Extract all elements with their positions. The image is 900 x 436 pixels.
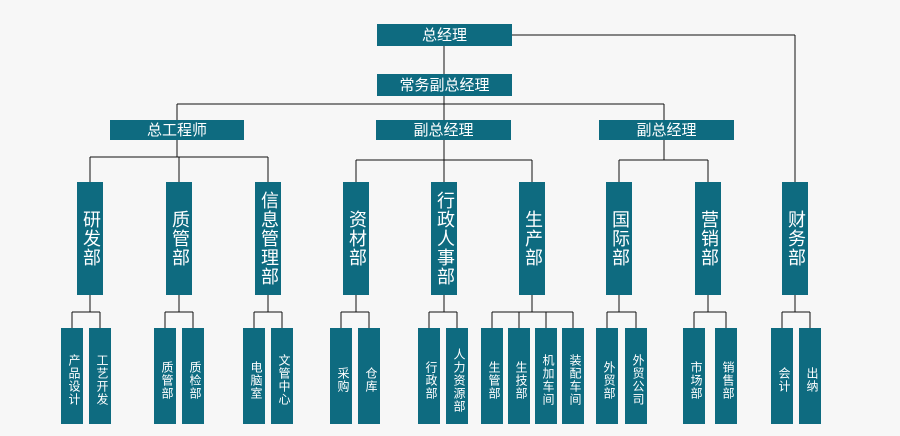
subunit-label: 电脑室 bbox=[249, 360, 263, 400]
subunit-label: 仓库 bbox=[364, 367, 378, 393]
subunit-product-design: 产品设计 bbox=[61, 328, 83, 424]
chief-engineer-box: 总工程师 bbox=[110, 120, 244, 140]
dept-marketing: 营销部 bbox=[695, 182, 721, 295]
subunit-label: 工艺开发 bbox=[95, 354, 109, 406]
subunit-computer-room: 电脑室 bbox=[243, 328, 265, 424]
subunit-label: 装配车间 bbox=[568, 354, 582, 406]
general-manager-label: 总经理 bbox=[421, 25, 467, 44]
dept-it: 信息管理部 bbox=[255, 182, 281, 295]
subunit-sales: 销售部 bbox=[715, 328, 737, 424]
dept-it-label: 信息管理部 bbox=[258, 191, 279, 286]
subunit-cashier: 出纳 bbox=[799, 328, 821, 424]
deputy-gm-right-box: 副总经理 bbox=[599, 120, 734, 140]
dept-rnd-label: 研发部 bbox=[80, 210, 101, 267]
subunit-label: 外贸公司 bbox=[631, 354, 645, 406]
dept-admin-hr-label: 行政人事部 bbox=[434, 191, 455, 286]
dept-materials-label: 资材部 bbox=[346, 210, 367, 267]
subunit-label: 产品设计 bbox=[67, 354, 81, 406]
subunit-label: 会计 bbox=[777, 367, 791, 393]
dept-production: 生产部 bbox=[519, 182, 545, 295]
dept-marketing-label: 营销部 bbox=[698, 210, 719, 267]
subunit-admin: 行政部 bbox=[418, 328, 440, 424]
subunit-foreign-trade: 外贸部 bbox=[596, 328, 618, 424]
dept-finance: 财务部 bbox=[782, 182, 808, 295]
chief-engineer-label: 总工程师 bbox=[146, 120, 207, 139]
dept-finance-label: 财务部 bbox=[785, 210, 806, 267]
subunit-quality-inspect: 质检部 bbox=[182, 328, 204, 424]
deputy-gm-right-label: 副总经理 bbox=[636, 120, 697, 139]
subunit-label: 出纳 bbox=[805, 367, 819, 393]
subunit-label: 质管部 bbox=[160, 360, 174, 400]
deputy-gm-middle-label: 副总经理 bbox=[413, 120, 474, 139]
dept-international-label: 国际部 bbox=[609, 210, 630, 267]
dept-materials: 资材部 bbox=[343, 182, 369, 295]
subunit-production-mgmt: 生管部 bbox=[481, 328, 503, 424]
dept-rnd: 研发部 bbox=[77, 182, 103, 295]
executive-deputy-gm-box: 常务副总经理 bbox=[377, 74, 512, 96]
dept-international: 国际部 bbox=[606, 182, 632, 295]
subunit-production-tech: 生技部 bbox=[508, 328, 530, 424]
subunit-purchasing: 采购 bbox=[330, 328, 352, 424]
dept-production-label: 生产部 bbox=[522, 210, 543, 267]
subunit-warehouse: 仓库 bbox=[358, 328, 380, 424]
subunit-human-resources: 人力资源部 bbox=[446, 328, 468, 424]
subunit-label: 外贸部 bbox=[602, 360, 616, 400]
dept-quality: 质管部 bbox=[166, 182, 192, 295]
subunit-label: 市场部 bbox=[689, 360, 703, 400]
general-manager-box: 总经理 bbox=[377, 24, 512, 46]
subunit-label: 生技部 bbox=[514, 360, 528, 400]
subunit-label: 机加车间 bbox=[541, 354, 555, 406]
subunit-document-center: 文管中心 bbox=[271, 328, 293, 424]
subunit-assembly-workshop: 装配车间 bbox=[562, 328, 584, 424]
dept-quality-label: 质管部 bbox=[169, 210, 190, 267]
subunit-label: 人力资源部 bbox=[452, 347, 466, 413]
subunit-label: 行政部 bbox=[424, 360, 438, 400]
subunit-label: 销售部 bbox=[721, 360, 735, 400]
deputy-gm-middle-box: 副总经理 bbox=[376, 120, 511, 140]
subunit-label: 生管部 bbox=[487, 360, 501, 400]
subunit-process-dev: 工艺开发 bbox=[89, 328, 111, 424]
subunit-foreign-trade-company: 外贸公司 bbox=[625, 328, 647, 424]
dept-admin-hr: 行政人事部 bbox=[431, 182, 457, 295]
subunit-machining-workshop: 机加车间 bbox=[535, 328, 557, 424]
subunit-market: 市场部 bbox=[683, 328, 705, 424]
subunit-label: 质检部 bbox=[188, 360, 202, 400]
subunit-label: 文管中心 bbox=[277, 354, 291, 406]
subunit-quality-mgmt: 质管部 bbox=[154, 328, 176, 424]
subunit-label: 采购 bbox=[336, 367, 350, 393]
subunit-accounting: 会计 bbox=[771, 328, 793, 424]
executive-deputy-gm-label: 常务副总经理 bbox=[399, 75, 490, 94]
